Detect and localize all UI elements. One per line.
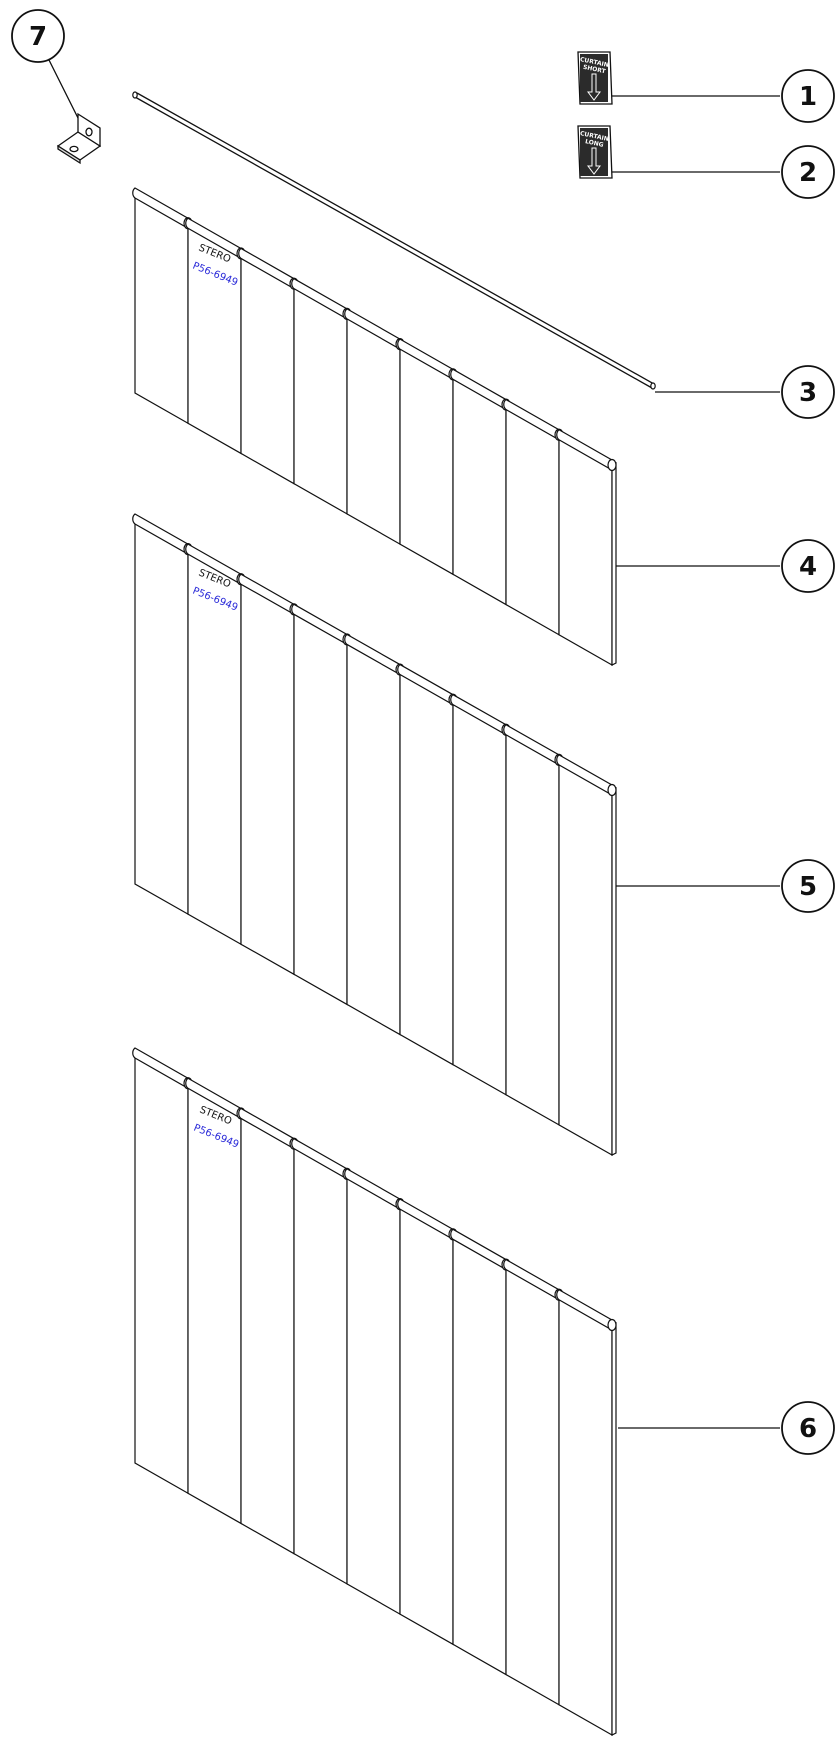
sign-curtain-short: CURTAIN SHORT xyxy=(577,51,613,105)
panel-4-sleeve-end xyxy=(607,458,617,472)
panel-6-strip xyxy=(293,1142,348,1585)
panel-6-strip xyxy=(240,1112,295,1555)
callout-7: 7 xyxy=(11,9,81,123)
panel-4-strip xyxy=(505,403,560,636)
panel-5-strip xyxy=(134,517,189,916)
hanging-rod xyxy=(132,91,656,390)
panel-5-strip xyxy=(293,608,348,1006)
curtain-panel-short xyxy=(132,187,617,667)
callout-3: 3 xyxy=(655,365,835,419)
panel-5-strip xyxy=(558,758,613,1157)
panel-5-edge xyxy=(611,787,617,1156)
sign-curtain-long: CURTAIN LONG xyxy=(577,125,613,179)
panel-5-sleeve-end xyxy=(607,783,617,797)
panel-4-strip xyxy=(558,433,613,667)
mounting-bracket xyxy=(56,112,102,165)
panel-5-strip xyxy=(452,698,507,1096)
panel-6-strip xyxy=(346,1172,401,1616)
callout-5: 5 xyxy=(616,859,835,913)
callout-5-label: 5 xyxy=(799,872,817,902)
callout-2-label: 2 xyxy=(799,158,817,188)
panel-4-edge xyxy=(611,462,617,666)
sign-1-line2: SHORT xyxy=(582,64,607,76)
panel-4-strip xyxy=(293,282,348,515)
panel-6-strip xyxy=(452,1233,507,1676)
callout-4-label: 4 xyxy=(799,552,817,582)
panel-6-strip xyxy=(558,1293,613,1737)
panel-6-strip xyxy=(399,1203,454,1646)
sign-2-line2: LONG xyxy=(584,138,604,149)
panel-4-strip xyxy=(346,312,401,546)
panel-5-strip xyxy=(505,728,560,1126)
callout-7-label: 7 xyxy=(29,22,47,52)
callout-2: 2 xyxy=(612,145,835,199)
panel-6-strip xyxy=(505,1263,560,1706)
panel-5-strip xyxy=(240,578,295,976)
panel-4-strip xyxy=(134,191,189,425)
panel-5-strip xyxy=(346,638,401,1036)
callout-1-label: 1 xyxy=(799,82,817,112)
callout-6: 6 xyxy=(618,1401,835,1455)
callout-6-label: 6 xyxy=(799,1414,817,1444)
panel-4-strip xyxy=(240,252,295,485)
panel-6-edge xyxy=(611,1322,617,1736)
panel-6-strip xyxy=(134,1051,189,1495)
panel-4-strip xyxy=(399,343,454,576)
curtain-panel-long xyxy=(132,1047,617,1737)
panel-4-strip xyxy=(452,373,507,606)
callout-3-label: 3 xyxy=(799,378,817,408)
callout-4: 4 xyxy=(616,539,835,593)
callout-1: 1 xyxy=(612,69,835,123)
panel-5-strip xyxy=(399,668,454,1066)
curtain-panel-medium xyxy=(132,513,617,1157)
panel-6-sleeve-end xyxy=(607,1318,617,1332)
